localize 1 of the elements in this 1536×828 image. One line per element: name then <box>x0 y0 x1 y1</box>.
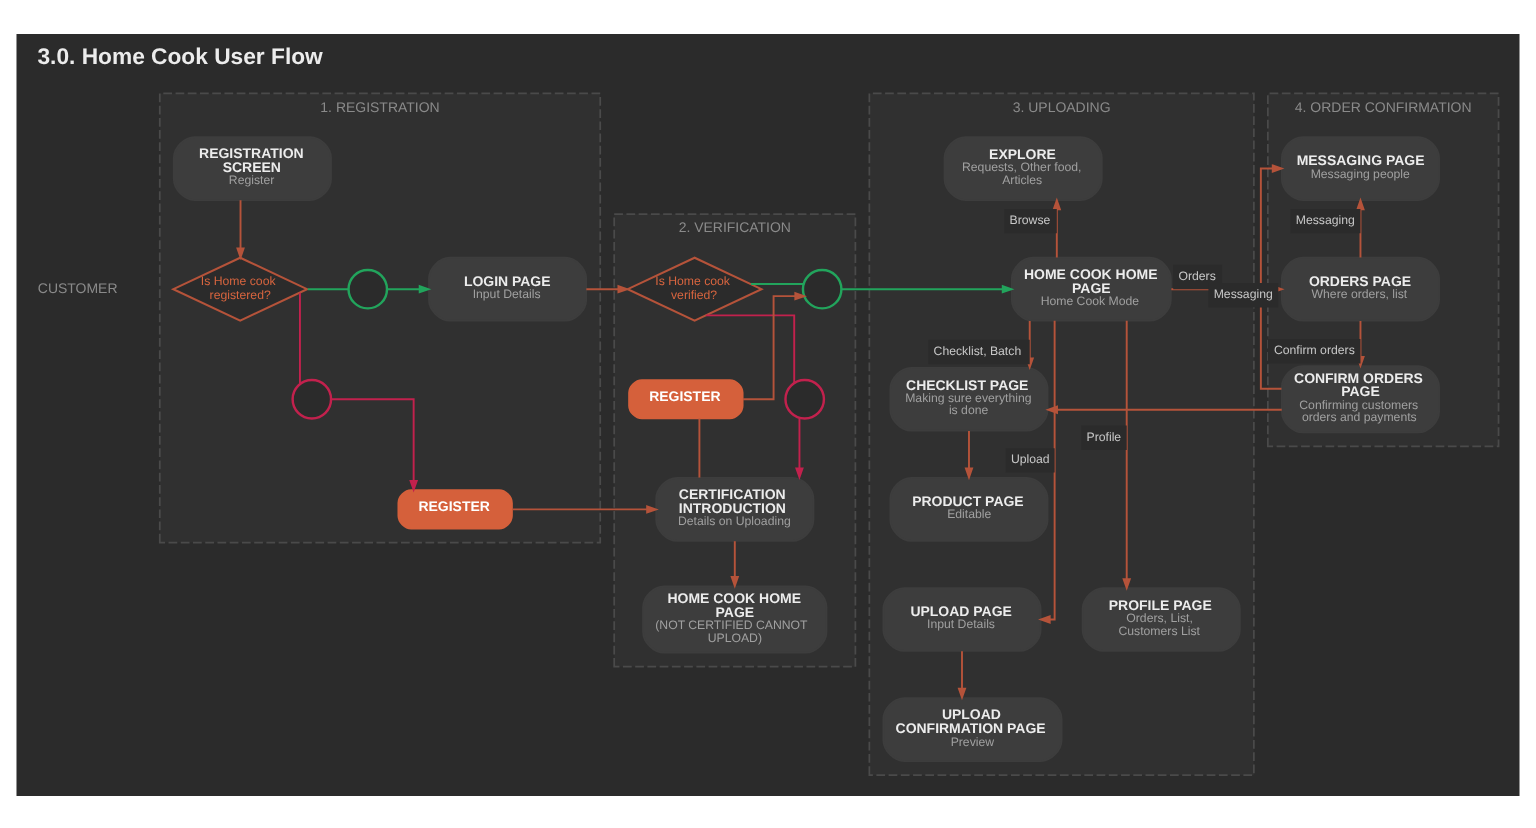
diagram-title: 3.0. Home Cook User Flow <box>37 45 323 70</box>
